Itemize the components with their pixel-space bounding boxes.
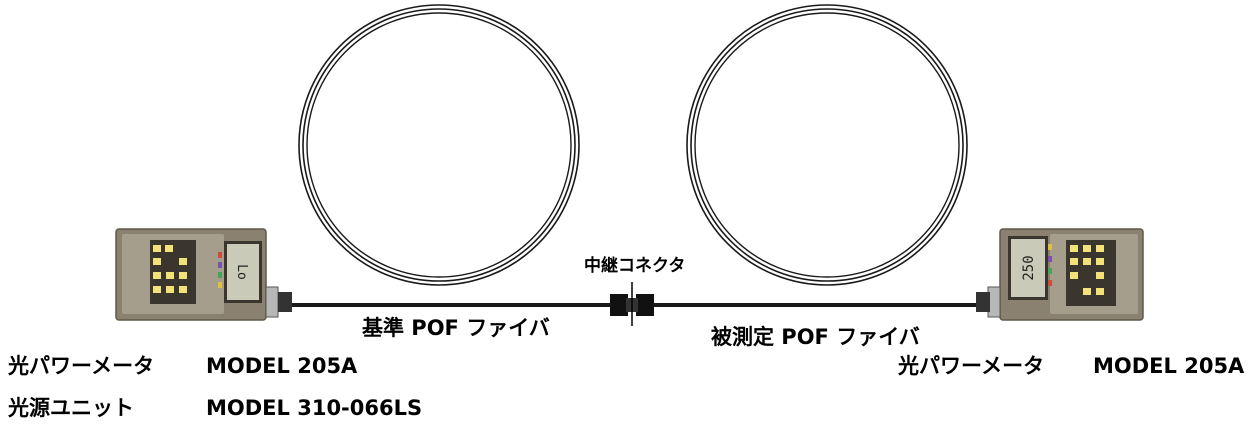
test-fiber-coil	[686, 4, 968, 286]
right-meter-model: MODEL 205A	[1093, 354, 1245, 378]
relay-connector	[610, 282, 654, 326]
relay-connector-label: 中継コネクタ	[584, 256, 686, 276]
left-display-readout: Lo	[234, 264, 249, 280]
left-meter-name: 光パワーメータ	[8, 354, 155, 378]
left-power-meter-device: Lo	[115, 228, 292, 321]
right-meter-name: 光パワーメータ	[898, 354, 1045, 378]
right-power-meter-device: 250	[976, 228, 1144, 321]
light-source-model: MODEL 310-066LS	[206, 396, 423, 420]
left-meter-model: MODEL 205A	[206, 354, 358, 378]
reference-fiber-label: 基準 POF ファイバ	[362, 316, 550, 340]
light-source-name: 光源ユニット	[8, 396, 134, 420]
right-display-readout: 250	[1021, 255, 1037, 280]
reference-fiber-coil	[298, 4, 580, 286]
test-fiber-label: 被測定 POF ファイバ	[711, 325, 920, 349]
